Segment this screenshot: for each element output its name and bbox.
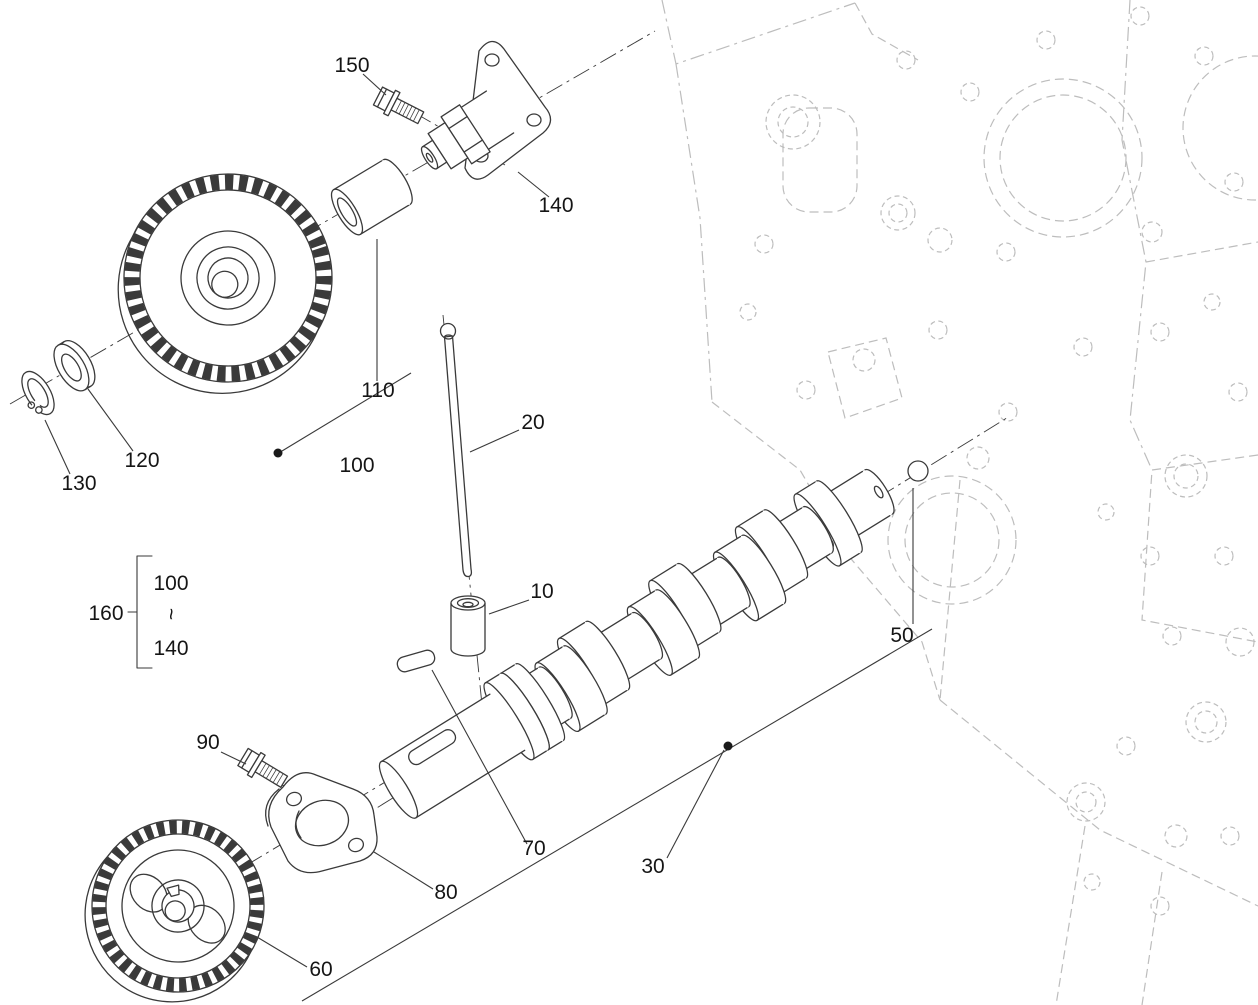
feather-key-70 bbox=[396, 649, 436, 673]
bolt-150 bbox=[371, 83, 428, 131]
bolt-90 bbox=[235, 745, 292, 794]
thrust-flange-80 bbox=[265, 772, 378, 874]
callout-150: 150 bbox=[334, 54, 369, 77]
reference-line-30 bbox=[301, 628, 933, 1002]
callout-leaders bbox=[44, 73, 933, 1002]
engine-block-hidden-outline bbox=[661, 0, 1258, 1005]
callout-60: 60 bbox=[309, 958, 332, 981]
callout-90: 90 bbox=[196, 731, 219, 754]
callout-50: 50 bbox=[890, 624, 913, 647]
callout-20: 20 bbox=[521, 411, 544, 434]
bracket-range-start: 100 bbox=[153, 572, 188, 595]
bracket-range-tilde: ~ bbox=[159, 608, 182, 620]
assembly-marker-dot-30 bbox=[723, 741, 733, 751]
bracket-label-160: 160 bbox=[88, 602, 123, 625]
callout-130: 130 bbox=[61, 472, 96, 495]
washer-120 bbox=[53, 340, 96, 392]
camshaft-gear-100 bbox=[117, 173, 333, 394]
callout-140: 140 bbox=[538, 194, 573, 217]
snap-ring-130 bbox=[20, 370, 55, 431]
camshaft-30 bbox=[378, 468, 895, 819]
push-rod-20 bbox=[439, 322, 473, 578]
callout-labels: 150 140 110 100 120 130 20 10 90 70 80 3… bbox=[61, 54, 913, 981]
callout-110: 110 bbox=[361, 379, 394, 402]
idler-gear-60 bbox=[84, 819, 265, 1003]
steel-ball-50 bbox=[907, 460, 929, 482]
flanged-drive-unit-140 bbox=[420, 40, 552, 180]
bracket-range-end: 140 bbox=[153, 637, 188, 660]
callout-120: 120 bbox=[124, 449, 159, 472]
group-bracket-160: 160 100 140 ~ bbox=[88, 555, 189, 669]
callout-10: 10 bbox=[530, 580, 553, 603]
callout-100: 100 bbox=[339, 454, 374, 477]
assembly-marker-dot-100 bbox=[273, 448, 283, 458]
bushing-110 bbox=[330, 158, 413, 236]
tappet-10 bbox=[450, 595, 486, 657]
callout-70: 70 bbox=[522, 837, 545, 860]
callout-30: 30 bbox=[641, 855, 664, 878]
callout-80: 80 bbox=[434, 881, 457, 904]
